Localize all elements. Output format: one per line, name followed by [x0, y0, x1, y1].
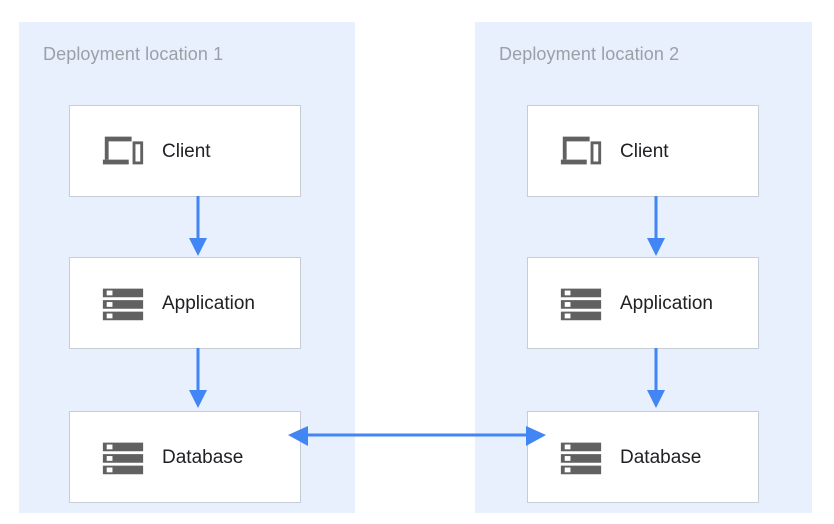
arrow-left-right-icon-database-replication [288, 426, 546, 446]
server-stack-icon [102, 442, 144, 475]
server-stack-icon [102, 288, 144, 321]
arrow-down-icon-application-to-database-zone-1 [189, 348, 207, 408]
arrow-down-icon-application-to-database-zone-2 [647, 348, 665, 408]
zone-2-title: Deployment location 2 [499, 44, 680, 64]
node-label: Client [162, 140, 211, 162]
node-database-zone-2[interactable]: Database [527, 411, 759, 503]
node-client-zone-1[interactable]: Client [69, 105, 301, 197]
arrow-down-icon-client-to-application-zone-2 [647, 196, 665, 256]
node-label: Application [162, 292, 255, 314]
devices-icon [560, 136, 602, 165]
node-label: Database [620, 446, 702, 468]
server-stack-icon [560, 288, 602, 321]
arrow-down-icon-client-to-application-zone-1 [189, 196, 207, 256]
devices-icon [102, 136, 144, 165]
node-database-zone-1[interactable]: Database [69, 411, 301, 503]
server-stack-icon [560, 442, 602, 475]
node-client-zone-2[interactable]: Client [527, 105, 759, 197]
node-application-zone-1[interactable]: Application [69, 257, 301, 349]
node-label: Database [162, 446, 244, 468]
node-application-zone-2[interactable]: Application [527, 257, 759, 349]
node-label: Application [620, 292, 713, 314]
node-label: Client [620, 140, 669, 162]
zone-1-title: Deployment location 1 [43, 44, 224, 64]
deployment-zone-1: Deployment location 1 Client [19, 22, 355, 513]
